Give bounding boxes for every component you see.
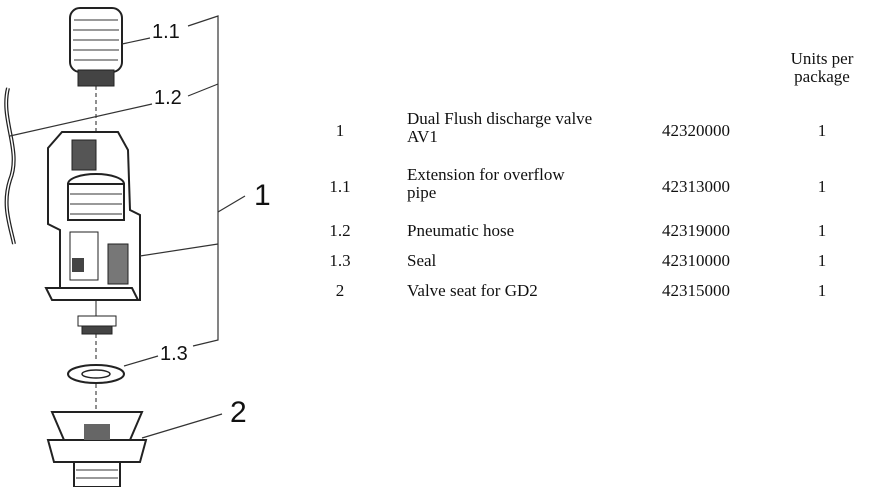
leader-lines — [9, 15, 246, 439]
description-line: AV1 — [407, 127, 438, 146]
table-row: 1.1 Extension for overflow pipe 42313000… — [318, 166, 874, 206]
item-description: Pneumatic hose — [407, 221, 515, 240]
article-number: 42320000 — [662, 121, 730, 140]
item-description: Dual Flush discharge valve AV1 — [407, 110, 647, 146]
item-number: 2 — [335, 281, 345, 300]
table-row: 2 Valve seat for GD2 42315000 1 — [318, 282, 874, 304]
units-value: 1 — [817, 281, 827, 300]
units-value: 1 — [817, 221, 827, 240]
valve-seat-drawing — [46, 411, 148, 487]
table-row: 1.3 Seal 42310000 1 — [318, 252, 874, 274]
callout-1-3: 1.3 — [160, 343, 188, 365]
item-number: 1.1 — [329, 177, 351, 196]
item-description: Valve seat for GD2 — [407, 281, 538, 300]
units-value: 1 — [817, 177, 827, 196]
seal-drawing — [67, 364, 125, 410]
callout-2: 2 — [230, 396, 247, 429]
callout-1-2: 1.2 — [154, 87, 182, 109]
item-number: 1.2 — [329, 221, 351, 240]
table-row: 1.2 Pneumatic hose 42319000 1 — [318, 222, 874, 244]
article-number: 42313000 — [662, 177, 730, 196]
item-description: Extension for overflow pipe — [407, 166, 647, 202]
item-number: 1 — [335, 121, 345, 140]
description-line: pipe — [407, 183, 437, 202]
article-number: 42315000 — [662, 281, 730, 300]
description-line: Dual Flush discharge valve — [407, 109, 593, 128]
units-value: 1 — [817, 251, 827, 270]
units-header-line-1: Units per — [790, 49, 854, 68]
article-number: 42319000 — [662, 221, 730, 240]
units-header-line-2: package — [794, 67, 850, 86]
article-number: 42310000 — [662, 251, 730, 270]
callout-1: 1 — [254, 179, 271, 212]
discharge-valve-drawing — [44, 131, 141, 362]
exploded-parts-diagram: 1.1 1.2 1 1.3 2 — [4, 7, 271, 487]
item-description: Seal — [407, 251, 437, 270]
units-value: 1 — [817, 121, 827, 140]
units-per-package-header: Units per package — [773, 50, 871, 86]
callout-1-1: 1.1 — [152, 21, 180, 43]
description-line: Extension for overflow — [407, 165, 565, 184]
item-number: 1.3 — [329, 251, 351, 270]
table-row: 1 Dual Flush discharge valve AV1 4232000… — [318, 110, 874, 150]
